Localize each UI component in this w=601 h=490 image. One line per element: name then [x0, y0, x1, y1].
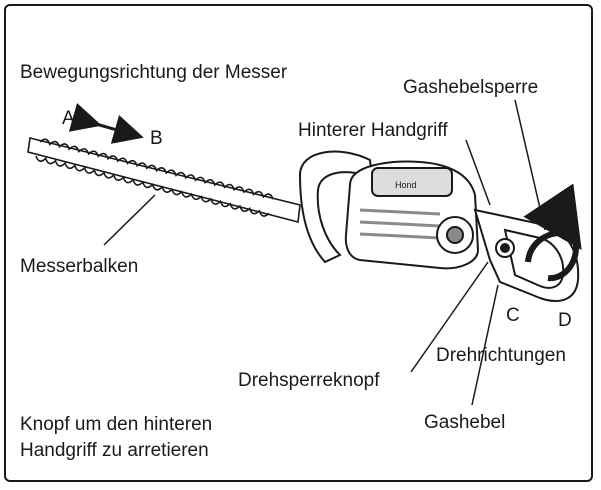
blade-motion-arrow: [68, 102, 144, 144]
label-a: A: [62, 108, 75, 129]
front-handle: [298, 150, 374, 264]
label-d: D: [558, 310, 572, 331]
label-b: B: [150, 128, 163, 149]
leader-lines: [103, 99, 546, 406]
label-rear-handle: Hinterer Handgriff: [298, 120, 448, 141]
label-throttle-lever: Gashebel: [424, 412, 506, 433]
label-rotation-directions: Drehrichtungen: [436, 345, 566, 366]
label-blade-bar: Messerbalken: [20, 256, 139, 277]
knob-note-line2: Handgriff zu arretieren: [20, 440, 209, 461]
rotation-arrow: [523, 183, 582, 282]
label-c: C: [506, 305, 520, 326]
knob-note-line1: Knopf um den hinteren: [20, 414, 213, 435]
diagram-title: Bewegungsrichtung der Messer: [20, 62, 288, 83]
svg-text:Hond: Hond: [395, 180, 417, 190]
blade-bar: [27, 137, 301, 224]
label-throttle-lock: Gashebelsperre: [403, 77, 539, 98]
label-rotary-lock-knob: Drehsperreknopf: [238, 370, 380, 391]
engine-housing: Hond: [344, 160, 480, 270]
